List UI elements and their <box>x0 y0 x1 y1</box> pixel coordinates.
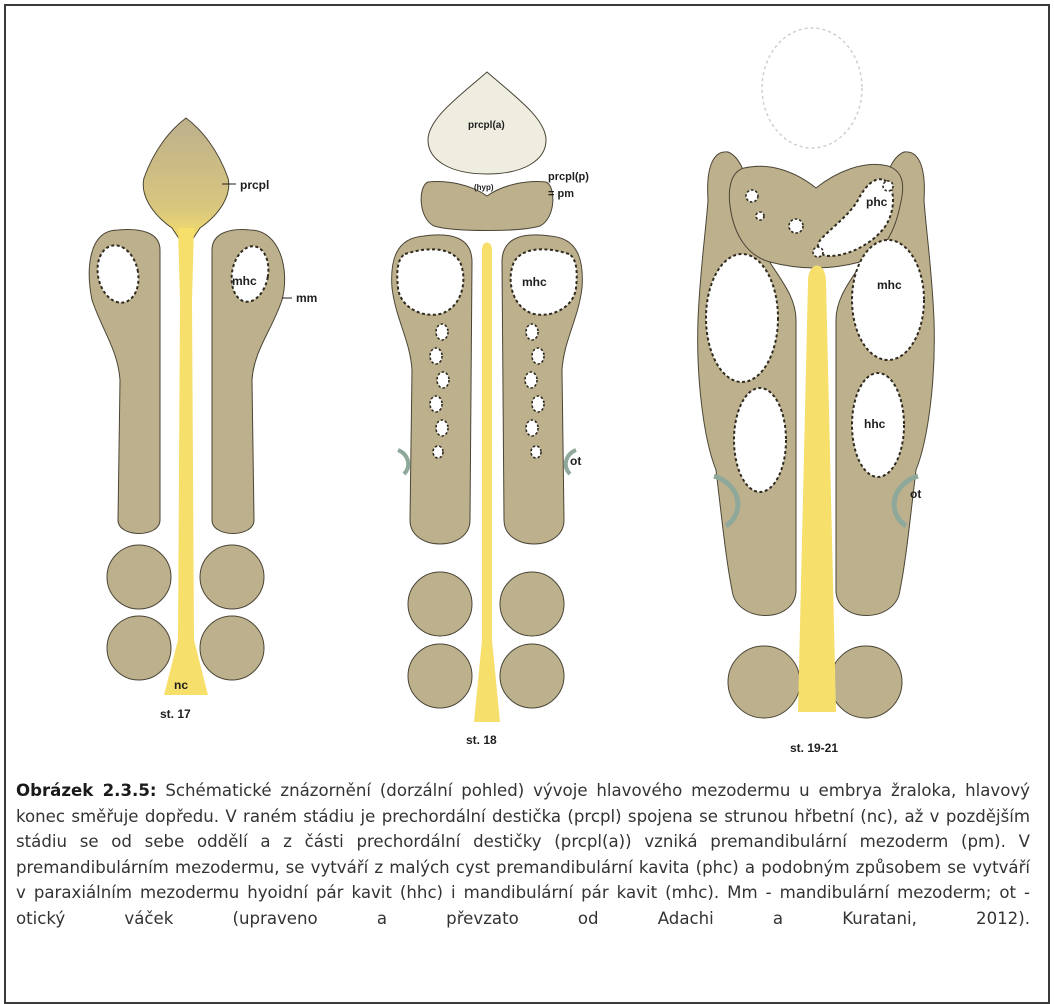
cyst <box>430 348 442 364</box>
notochord <box>798 266 836 713</box>
caption-title: Obrázek 2.3.5: <box>16 781 157 800</box>
cyst <box>436 420 448 436</box>
label-ot: ot <box>910 487 921 501</box>
notochord <box>474 243 500 723</box>
cyst <box>756 212 764 220</box>
mesoderm-diagram: prcpl mhc mm nc st. 17 <box>0 0 1054 775</box>
cyst <box>433 446 443 458</box>
label-ot: ot <box>570 454 581 468</box>
somite <box>500 644 564 708</box>
caption-text: Schématické znázornění (dorzální pohled)… <box>16 781 1030 928</box>
somite <box>200 616 264 680</box>
label-phc: phc <box>866 195 888 209</box>
label-prcpl-p: prcpl(p) <box>548 171 589 183</box>
label-nc: nc <box>174 678 188 692</box>
label-mhc: mhc <box>522 275 547 289</box>
cyst <box>526 324 538 340</box>
cyst <box>436 324 448 340</box>
cyst <box>883 181 893 191</box>
notochord <box>164 228 208 695</box>
label-mhc: mhc <box>877 278 902 292</box>
stage-19-21-panel: phc mhc hhc ot st. 19-21 <box>698 28 935 755</box>
cyst <box>789 219 803 233</box>
somite <box>500 572 564 636</box>
cyst <box>525 372 537 388</box>
cyst <box>531 446 541 458</box>
label-mm: mm <box>296 291 317 305</box>
somite <box>830 646 902 718</box>
stage-label: st. 17 <box>160 707 191 721</box>
somite <box>107 545 171 609</box>
cyst <box>746 190 758 202</box>
label-prcpl: prcpl <box>240 178 269 192</box>
label-pm: = pm <box>548 188 574 200</box>
cyst <box>532 396 544 412</box>
stage-18-panel: prcpl(a) (hyp) prcpl(p) = pm mhc ot st. … <box>392 72 590 747</box>
figure-caption: Obrázek 2.3.5: Schématické znázornění (d… <box>16 778 1030 932</box>
somite <box>408 572 472 636</box>
cyst <box>430 396 442 412</box>
label-prcpl-a: prcpl(a) <box>468 120 505 131</box>
hhc-cavity-left <box>734 388 786 492</box>
label-mhc: mhc <box>232 274 257 288</box>
otic-vesicle-left <box>398 450 408 474</box>
somite <box>408 644 472 708</box>
prcpl-shape <box>143 118 229 240</box>
cyst <box>813 247 823 257</box>
cyst <box>526 420 538 436</box>
somite <box>200 545 264 609</box>
prcpl-a-ghost <box>762 28 862 148</box>
mhc-cavity-left <box>397 249 463 314</box>
label-hyp: (hyp) <box>474 183 494 192</box>
mhc-cavity-right <box>852 240 924 360</box>
mhc-cavity-left <box>706 254 778 382</box>
stage-label: st. 18 <box>466 733 497 747</box>
stage-17-panel: prcpl mhc mm nc st. 17 <box>89 118 317 721</box>
somite <box>107 616 171 680</box>
cyst <box>532 348 544 364</box>
stage-label: st. 19-21 <box>790 741 838 755</box>
somite <box>728 646 800 718</box>
cyst <box>437 372 449 388</box>
label-hhc: hhc <box>864 417 886 431</box>
